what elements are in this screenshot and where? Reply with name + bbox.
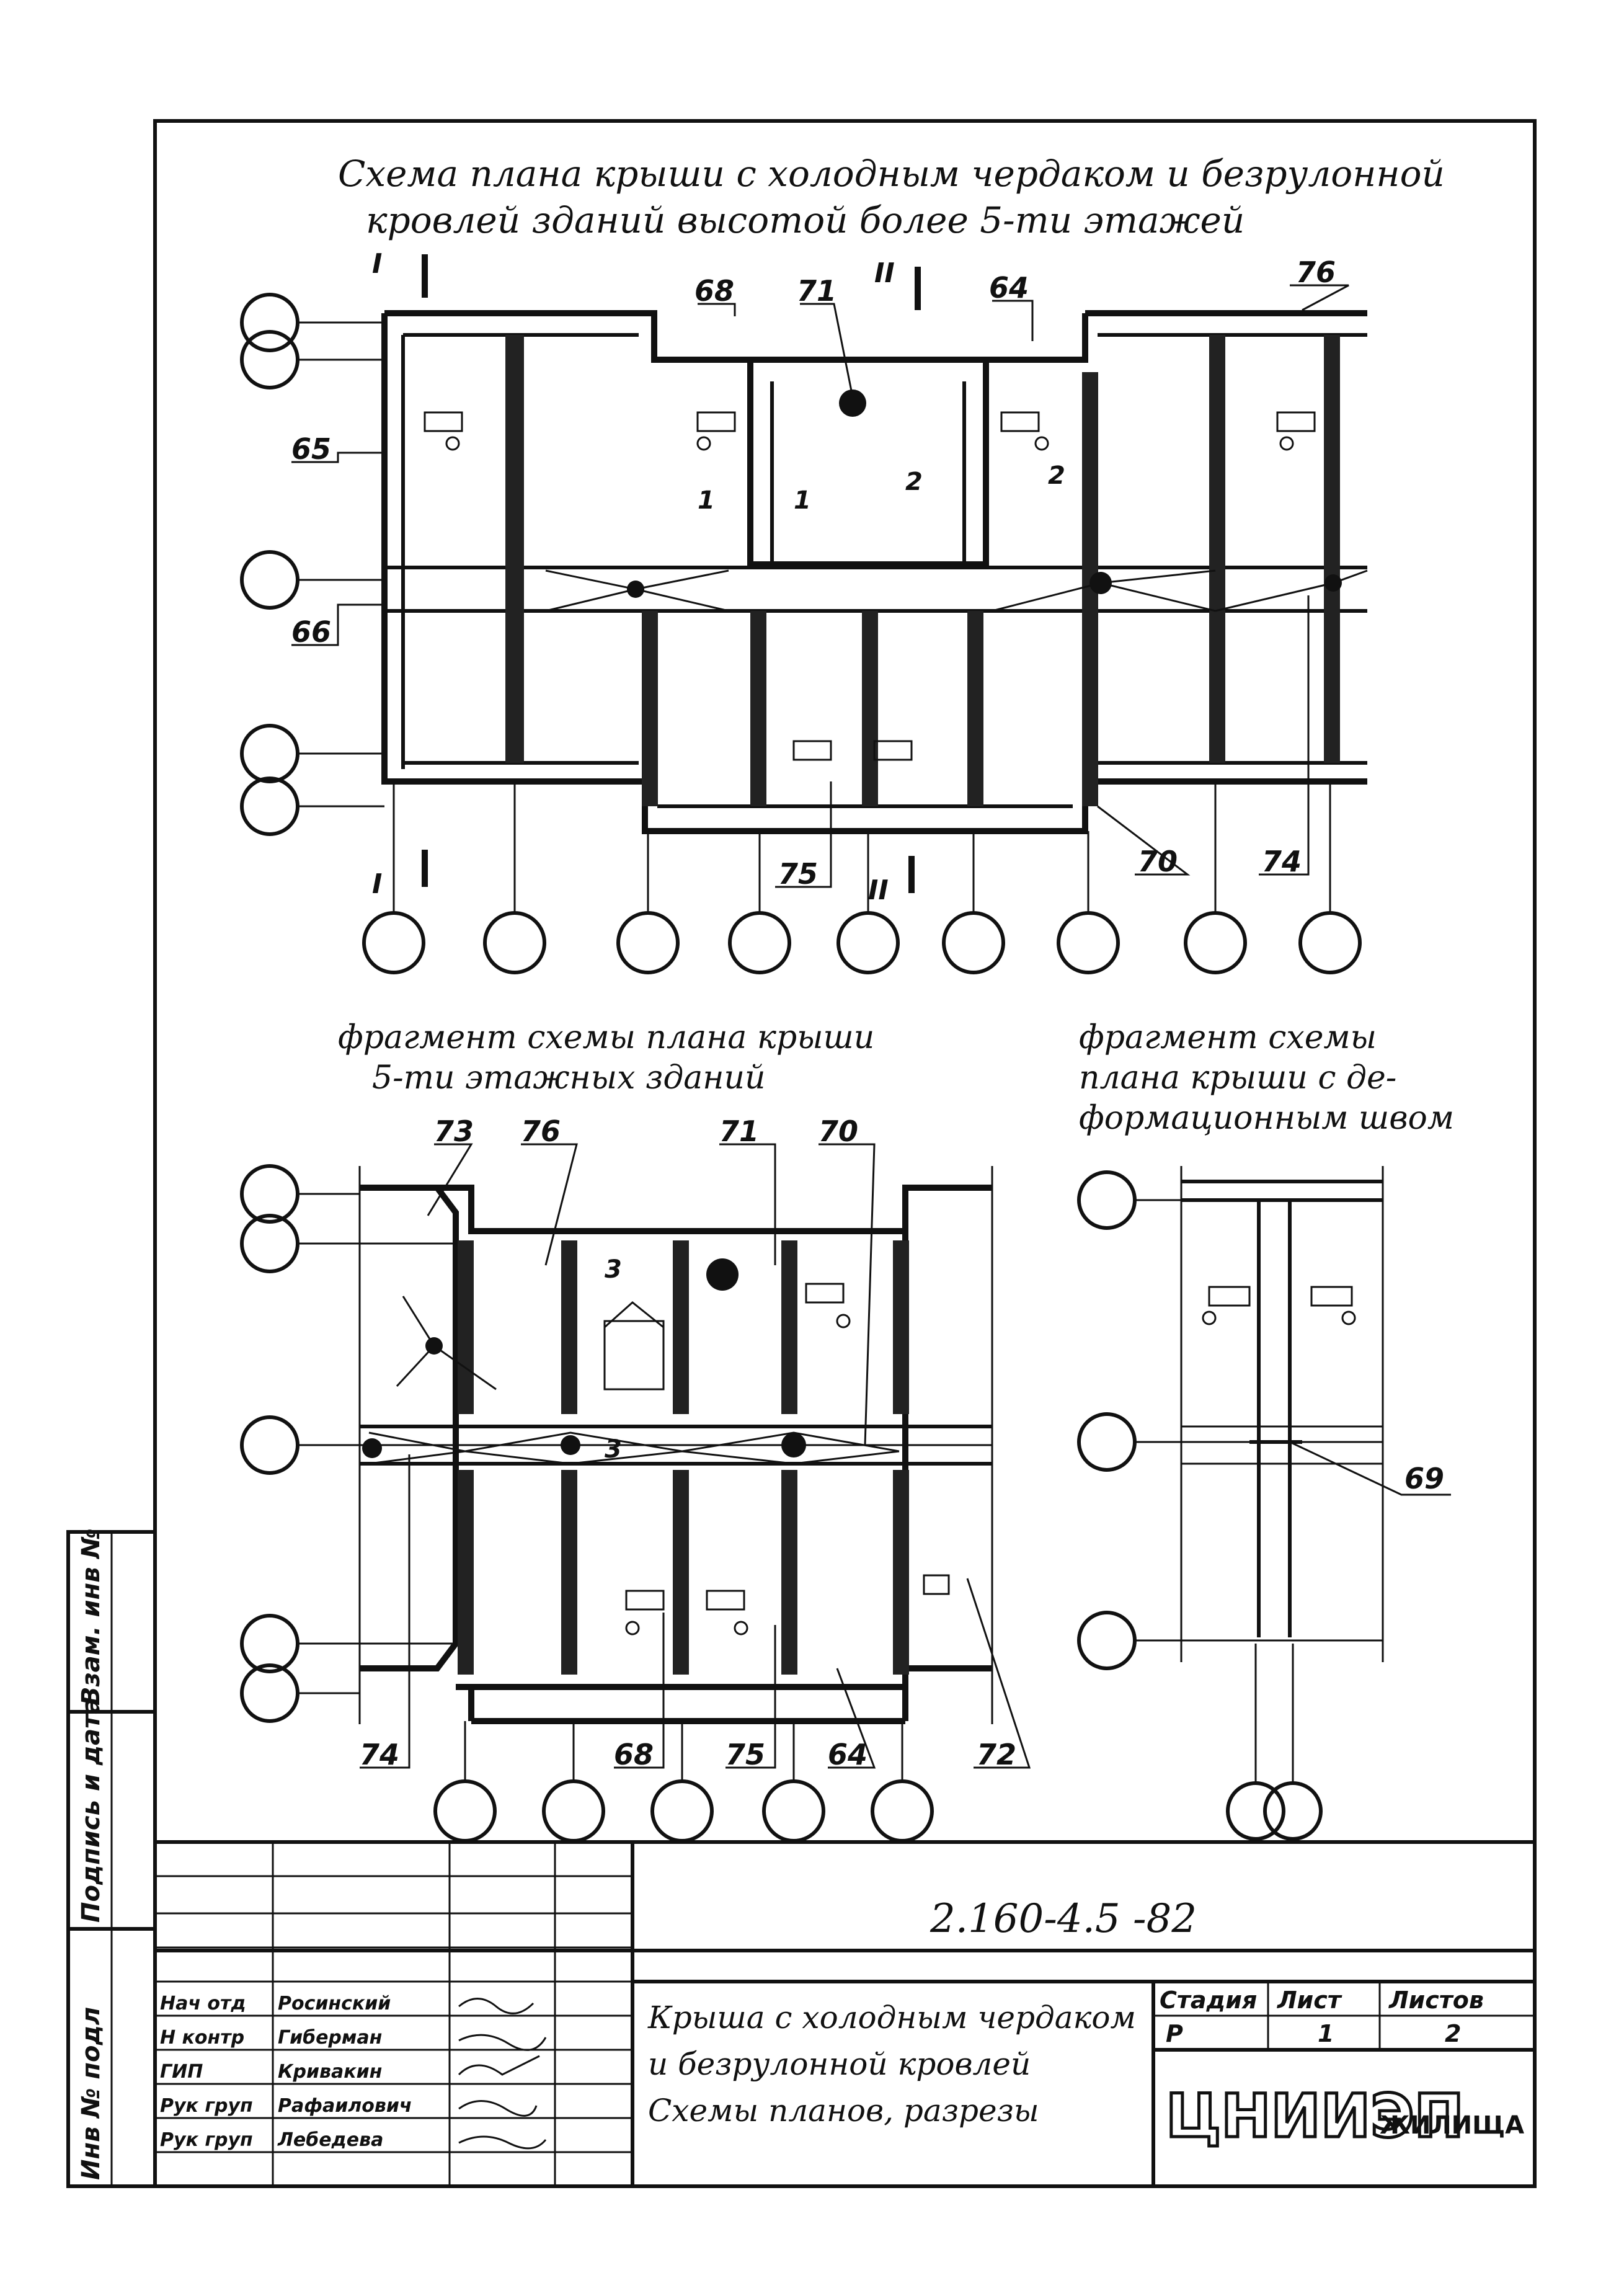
section-mark-2-top: II [874,257,895,289]
callout-65: 65 [291,432,331,466]
sheets-header: Листов [1388,1987,1484,2014]
right-fragment-title-line2: плана крыши с де- [1079,1059,1396,1097]
section-mark-1-top: I [372,248,382,280]
callout-74-left: 74 [360,1738,399,1771]
top-roof-plan: Схема плана крыши с холодным чердаком и … [240,153,1445,974]
side-stamp-inv: Инв № подл [77,2007,105,2180]
name-2: Гиберман [278,2027,382,2049]
right-fragment-plan: фрагмент схемы плана крыши с де- формаци… [1077,1019,1454,1841]
callout-70-top: 70 [1138,845,1178,878]
name-1: Росинский [278,1993,391,2014]
callout-71-top: 71 [797,274,836,308]
callout-68-left: 68 [614,1738,654,1771]
callout-71-left: 71 [719,1115,759,1148]
top-plan-title-line1: Схема плана крыши с холодным чердаком и … [338,153,1445,195]
top-plan-walls [505,335,1340,806]
side-stamp: Инв № подл Подпись и дата Взам. инв № [66,1528,157,2188]
description-line3: Схемы планов, разрезы [648,2093,1039,2129]
callout-70-left: 70 [819,1115,858,1148]
callout-66: 66 [291,615,331,649]
detail-mark-3a: 3 [605,1255,622,1284]
role-2: Н контр [160,2027,244,2049]
callout-76-left: 76 [521,1115,561,1148]
role-1: Нач отд [160,1993,246,2014]
callout-73: 73 [434,1115,474,1148]
right-fragment-title-line3: формационным швом [1079,1100,1454,1137]
doc-code: 2.160-4.5 -82 [930,1896,1197,1942]
left-axis-bubbles [240,293,300,836]
title-block: 2.160-4.5 -82 Нач отд Н контр ГИП Рук гр… [153,1840,1537,2188]
section-mark-1-bottom: I [372,868,382,900]
callout-64-left: 64 [828,1738,867,1771]
description-line2: и безрулонной кровлей [648,2046,1031,2082]
sheet-header: Лист [1277,1987,1342,2014]
role-4: Рук груп [160,2095,253,2117]
signatures [458,1998,547,2150]
section-mark-2-bottom: II [868,874,889,906]
description-line1: Крыша с холодным чердаком [647,2000,1136,2036]
callout-76-top: 76 [1296,256,1336,289]
callout-68-top: 68 [694,274,734,308]
callout-74-top: 74 [1262,845,1302,878]
callout-72: 72 [977,1738,1016,1771]
left-fragment-plan: фрагмент схемы плана крыши 5-ти этажных … [240,1019,1031,1843]
sheets-value: 2 [1445,2020,1461,2047]
side-stamp-repl: Взам. инв № [77,1528,105,1706]
detail-mark-2a: 2 [905,468,923,496]
detail-mark-3b: 3 [605,1435,622,1464]
org-name: ЖИЛИЩА [1380,2111,1524,2140]
bottom-axis-bubbles [362,911,1362,974]
detail-mark-2b: 2 [1048,461,1065,490]
sheet-value: 1 [1318,2020,1334,2047]
left-fragment-title-line2: 5-ти этажных зданий [372,1059,766,1097]
top-plan-drains [627,389,1342,598]
detail-mark-1b: 1 [794,486,811,515]
org-logo: ЦНИИЭП [1166,2081,1464,2151]
top-plan-title-line2: кровлей зданий высотой более 5-ти этажей [366,199,1245,241]
callout-75-left: 75 [725,1738,765,1771]
callout-75-top: 75 [778,857,818,891]
name-3: Кривакин [278,2061,382,2083]
role-5: Рук груп [160,2129,253,2151]
left-fragment-title-line1: фрагмент схемы плана крыши [338,1019,874,1056]
detail-mark-1a: 1 [698,486,715,515]
right-fragment-title-line1: фрагмент схемы [1079,1019,1377,1056]
name-5: Лебедева [277,2129,383,2151]
role-3: ГИП [160,2061,203,2083]
name-4: Рафаилович [278,2095,412,2117]
callout-64-top: 64 [989,271,1029,305]
sheet-frame [153,119,1537,1952]
stage-header: Стадия [1160,1987,1257,2014]
stage-value: Р [1166,2020,1183,2047]
side-stamp-sign: Подпись и дата [77,1698,105,1923]
callout-69: 69 [1404,1462,1444,1495]
